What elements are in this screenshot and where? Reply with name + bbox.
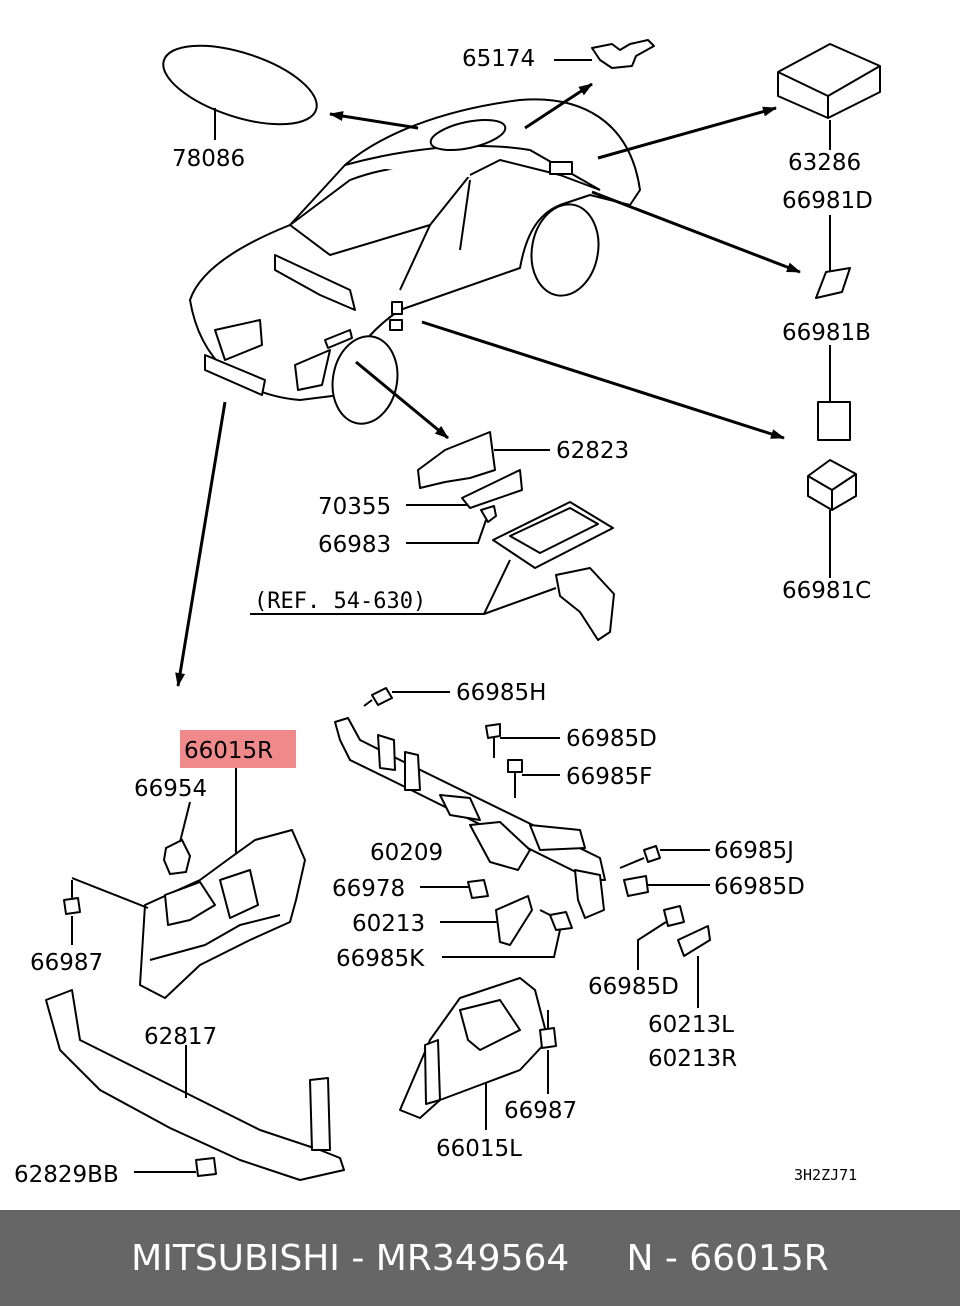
part-66983-clip xyxy=(480,505,497,523)
part-66985D-bolt-c xyxy=(663,905,685,927)
label-66987-a: 66987 xyxy=(30,950,103,976)
part-62823-bracket xyxy=(417,431,496,489)
parts-diagram: 78086 65174 63286 66981D 66981B 66981C 6… xyxy=(14,39,881,1188)
part-66985K-bolt xyxy=(549,911,573,931)
label-66985D-a: 66985D xyxy=(566,726,657,752)
part-66954-clip xyxy=(162,838,192,876)
diagram-code: 3H2ZJ71 xyxy=(794,1166,857,1184)
label-66981C: 66981C xyxy=(782,578,871,604)
label-60209: 60209 xyxy=(370,840,443,866)
label-60213R: 60213R xyxy=(648,1046,737,1072)
part-66978-nut xyxy=(467,879,489,899)
part-labels: 78086 65174 63286 66981D 66981B 66981C 6… xyxy=(14,46,873,1188)
label-66983: 66983 xyxy=(318,532,391,558)
label-62817: 62817 xyxy=(144,1024,217,1050)
part-66981B-pad xyxy=(817,401,851,441)
leader-lines xyxy=(71,108,831,1173)
part-66985F-bolt xyxy=(507,759,523,773)
label-60213: 60213 xyxy=(352,911,425,937)
footer-bar: MITSUBISHI - MR349564 N - 66015R xyxy=(0,1210,960,1306)
label-66985J: 66985J xyxy=(714,838,794,864)
part-54-630-bracket xyxy=(555,567,615,641)
label-66985H: 66985H xyxy=(456,680,546,706)
part-66015L-cover xyxy=(399,977,549,1119)
part-66985J-bolt xyxy=(643,845,661,863)
part-62829BB-clip xyxy=(195,1157,217,1177)
label-66987-b: 66987 xyxy=(504,1098,577,1124)
part-66985D-nut xyxy=(623,875,649,897)
label-66954: 66954 xyxy=(134,776,207,802)
part-66981D-pad xyxy=(815,267,851,299)
label-66985K: 66985K xyxy=(336,946,425,972)
footer-text: MITSUBISHI - MR349564 N - 66015R xyxy=(131,1237,829,1279)
part-66985D-bolt xyxy=(485,723,501,739)
part-60213-bracket xyxy=(495,895,533,946)
part-78086-pad xyxy=(162,44,318,126)
label-60213L: 60213L xyxy=(648,1012,734,1038)
highlight-box xyxy=(180,730,296,768)
label-66981D: 66981D xyxy=(782,188,873,214)
label-66015L: 66015L xyxy=(436,1136,522,1162)
label-66985D-b: 66985D xyxy=(714,874,805,900)
part-66985H-bolt xyxy=(371,687,393,706)
car-body-illustration xyxy=(189,98,641,425)
callout-arrows xyxy=(175,59,801,687)
part-66015R-cover xyxy=(139,829,306,999)
part-60209-member xyxy=(334,717,606,919)
label-63286: 63286 xyxy=(788,150,861,176)
label-62823: 62823 xyxy=(556,438,629,464)
label-66978: 66978 xyxy=(332,876,405,902)
label-70355: 70355 xyxy=(318,494,391,520)
label-66981B: 66981B xyxy=(782,320,871,346)
part-66987-bolt-b xyxy=(539,1027,557,1049)
part-66987-bolt-a xyxy=(63,897,81,915)
part-65174-clip xyxy=(591,39,655,69)
label-66985D-c: 66985D xyxy=(588,974,679,1000)
part-60213LR-bracket xyxy=(677,925,711,957)
label-66985F: 66985F xyxy=(566,764,652,790)
label-62829BB: 62829BB xyxy=(14,1162,119,1188)
label-ref-54-630: (REF. 54-630) xyxy=(254,589,426,614)
label-65174: 65174 xyxy=(462,46,535,72)
label-66015R: 66015R xyxy=(184,738,273,764)
part-62817-bar xyxy=(45,989,345,1181)
label-78086: 78086 xyxy=(172,146,245,172)
